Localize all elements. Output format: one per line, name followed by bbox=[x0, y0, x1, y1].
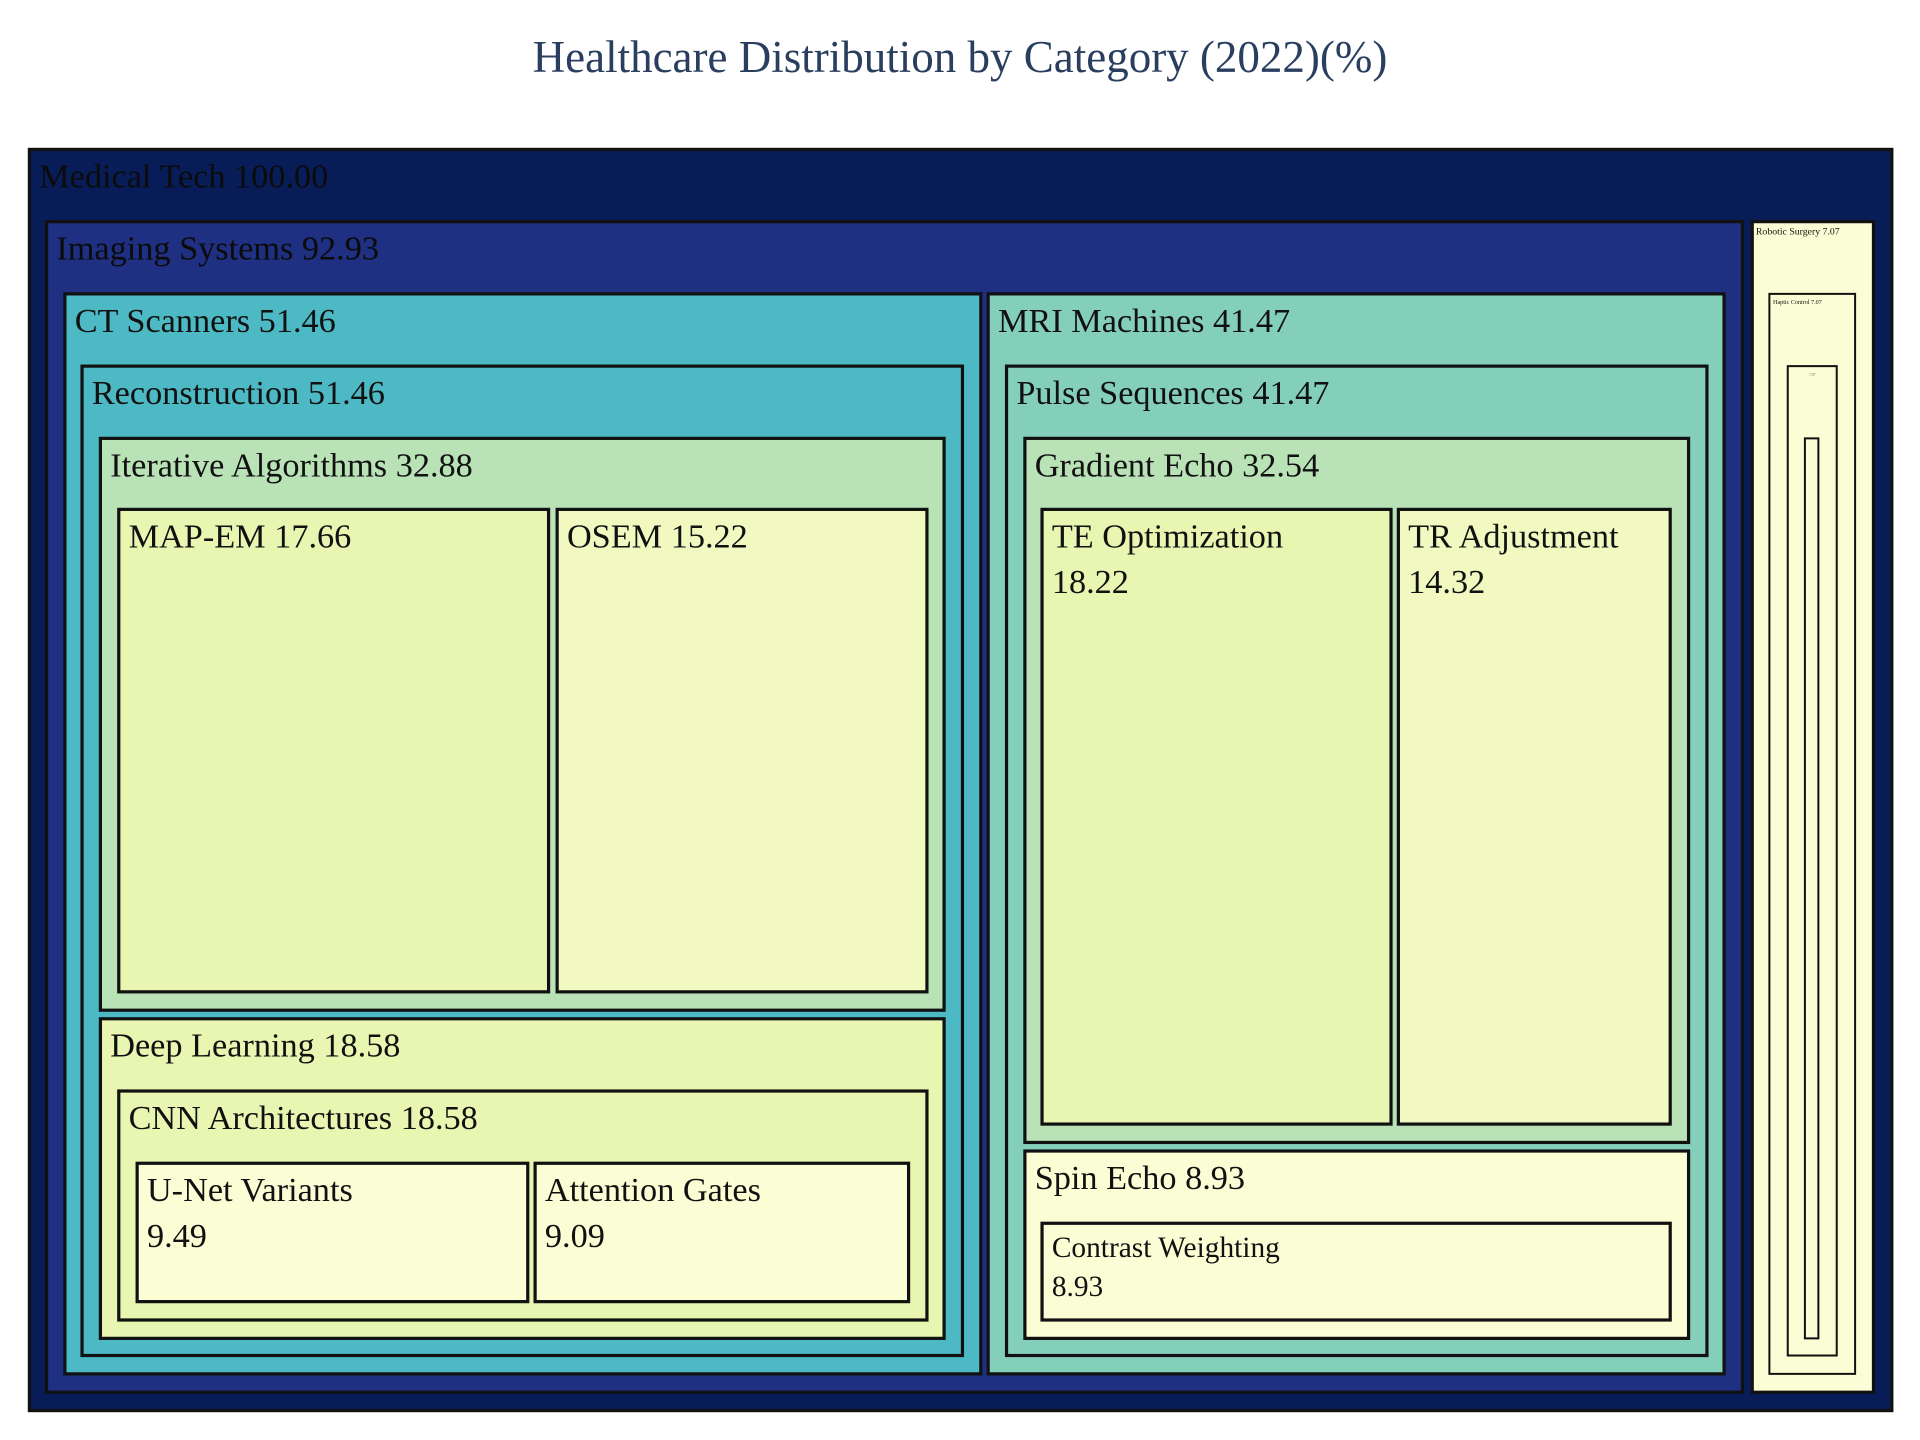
treemap-label-spin-echo: Spin Echo 8.93 bbox=[1035, 1159, 1245, 1197]
treemap-node-unlabeled[interactable] bbox=[1803, 437, 1820, 1340]
treemap-value-attention-gates: 9.09 bbox=[545, 1217, 605, 1255]
treemap-label-haptic-control: Haptic Control 7.07 bbox=[1773, 300, 1822, 306]
treemap-label-attention-gates: Attention Gates bbox=[545, 1171, 761, 1209]
treemap-node-te-optimization[interactable]: TE Optimization 18.22 bbox=[1040, 507, 1393, 1126]
treemap-rect-tr-adjustment bbox=[1396, 507, 1672, 1126]
treemap-label-map-em: MAP-EM 17.66 bbox=[129, 517, 352, 555]
treemap-value-tr-adjustment: 14.32 bbox=[1408, 563, 1485, 601]
treemap-rect-u-net-variants bbox=[135, 1161, 530, 1304]
treemap-value-contrast-weighting: 8.93 bbox=[1052, 1271, 1103, 1303]
treemap-label-ct-scanners: CT Scanners 51.46 bbox=[75, 302, 336, 340]
chart-title: Healthcare Distribution by Category (202… bbox=[532, 32, 1388, 82]
treemap-rect-contrast-weighting bbox=[1040, 1221, 1672, 1322]
treemap-node-tr-adjustment[interactable]: TR Adjustment 14.32 bbox=[1396, 507, 1672, 1126]
treemap-rect-te-optimization bbox=[1040, 507, 1393, 1126]
treemap-label-deep-learning: Deep Learning 18.58 bbox=[110, 1027, 400, 1065]
treemap-label-tr-adjustment: TR Adjustment bbox=[1408, 517, 1619, 555]
treemap-label-imaging-systems: Imaging Systems 92.93 bbox=[56, 230, 379, 268]
treemap-label-medical-tech: Medical Tech 100.00 bbox=[39, 157, 328, 195]
treemap-node-osem[interactable]: OSEM 15.22 bbox=[555, 507, 929, 994]
treemap-label-iterative-algorithms: Iterative Algorithms 32.88 bbox=[110, 446, 473, 484]
treemap-rect-attention-gates bbox=[533, 1161, 911, 1304]
treemap-node-attention-gates[interactable]: Attention Gates 9.09 bbox=[533, 1161, 911, 1304]
treemap-node-contrast-weighting[interactable]: Contrast Weighting 8.93 bbox=[1040, 1221, 1672, 1322]
treemap-label-mri-machines: MRI Machines 41.47 bbox=[998, 302, 1290, 340]
treemap-value-u-net-variants: 9.49 bbox=[147, 1217, 207, 1255]
treemap-label-contrast-weighting: Contrast Weighting bbox=[1052, 1232, 1280, 1264]
treemap-label-te-optimization: TE Optimization bbox=[1052, 517, 1283, 555]
treemap-label-reconstruction: Reconstruction 51.46 bbox=[92, 374, 385, 412]
treemap-label-gradient-echo: Gradient Echo 32.54 bbox=[1035, 446, 1320, 484]
treemap-label-pulse-sequences: Pulse Sequences 41.47 bbox=[1016, 374, 1329, 412]
treemap-label-robotic-surgery: Robotic Surgery 7.07 bbox=[1756, 227, 1840, 238]
treemap-value-unlabeled: 7.07 bbox=[1809, 373, 1816, 377]
treemap-value-te-optimization: 18.22 bbox=[1052, 563, 1129, 601]
treemap-node-u-net-variants[interactable]: U-Net Variants 9.49 bbox=[135, 1161, 530, 1304]
treemap-label-u-net-variants: U-Net Variants bbox=[147, 1171, 353, 1209]
treemap-rect-map-em bbox=[117, 507, 551, 994]
treemap-label-cnn-architectures: CNN Architectures 18.58 bbox=[129, 1099, 478, 1137]
treemap-rect-osem bbox=[555, 507, 929, 994]
treemap-node-map-em[interactable]: MAP-EM 17.66 bbox=[117, 507, 551, 994]
treemap-label-osem: OSEM 15.22 bbox=[567, 517, 748, 555]
treemap-rect-unlabeled bbox=[1803, 437, 1820, 1340]
